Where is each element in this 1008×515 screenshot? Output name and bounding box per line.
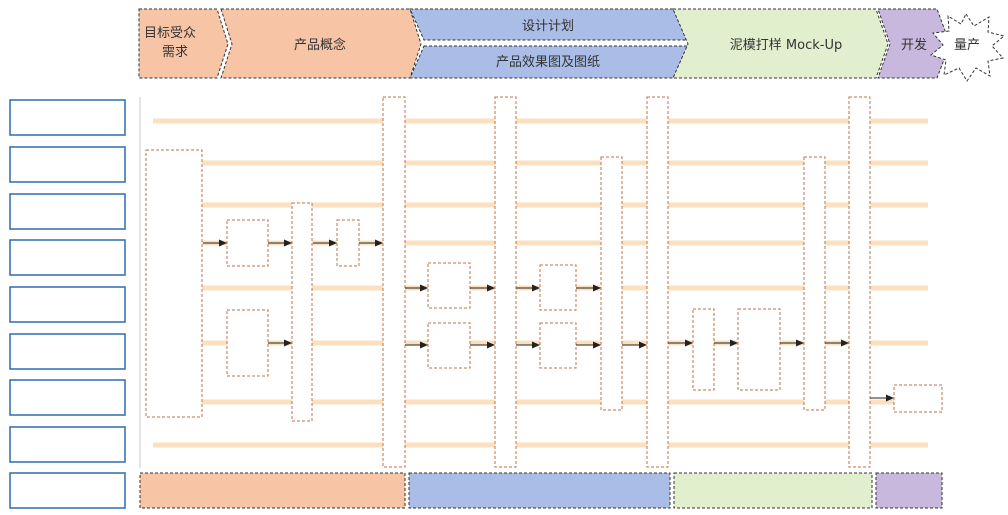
left-box — [9, 239, 126, 276]
concept-box-a — [226, 219, 269, 267]
stage-target-label-line2: 需求 — [162, 45, 188, 60]
bottom-bar-develop — [875, 472, 943, 509]
stage-header: 目标受众 需求 产品概念 设计计划 产品效果图及图纸 泥模打样 Mock-Up … — [138, 8, 1006, 82]
concept-box-c — [336, 219, 360, 267]
research-box — [145, 149, 203, 418]
left-box — [9, 193, 126, 230]
stage-target-shape — [138, 8, 229, 79]
arrow-group — [203, 239, 894, 402]
drawing-merge-bar — [600, 156, 623, 411]
stage-mockup-shape — [672, 8, 889, 79]
left-box — [9, 426, 126, 463]
design-box-a — [427, 262, 471, 309]
bottom-phase-bars — [139, 472, 943, 509]
left-box — [9, 146, 126, 183]
stage-design-label: 设计计划 — [522, 19, 574, 34]
stage-concept-label: 产品概念 — [294, 37, 346, 53]
stage-develop-label: 开发 — [901, 37, 927, 53]
left-box — [9, 379, 126, 416]
bottom-bar-mockup — [673, 472, 873, 509]
gate-1-bar — [382, 96, 406, 468]
concept-box-b — [226, 309, 269, 377]
mockup-box-b — [737, 308, 781, 391]
left-box — [9, 333, 126, 370]
concept-merge-bar — [291, 202, 313, 422]
stage-drawings-label: 产品效果图及图纸 — [496, 55, 600, 70]
drawing-box-b — [539, 322, 577, 369]
stage-target-label-line1: 目标受众 — [144, 26, 196, 41]
bottom-bar-design — [408, 472, 671, 509]
stage-drawings-shape — [409, 45, 689, 79]
bottom-bar-concept — [139, 472, 406, 509]
stage-develop-shape — [877, 8, 951, 79]
stage-mockup-label: 泥模打样 Mock-Up — [730, 38, 842, 53]
process-boxes — [145, 96, 943, 468]
left-box — [9, 472, 126, 509]
mockup-box-a — [692, 308, 715, 391]
left-box — [9, 286, 126, 323]
stage-mass-label: 量产 — [954, 38, 980, 53]
left-box-column — [9, 99, 126, 509]
stage-mass-shape — [929, 13, 1006, 82]
gate-2-bar — [494, 96, 517, 468]
left-box — [9, 99, 126, 136]
production-box — [893, 384, 943, 413]
gate-3-bar — [646, 96, 669, 468]
mockup-merge-bar — [803, 156, 826, 411]
design-box-b — [427, 322, 471, 369]
gate-4-bar — [848, 96, 871, 468]
drawing-box-a — [539, 264, 577, 311]
